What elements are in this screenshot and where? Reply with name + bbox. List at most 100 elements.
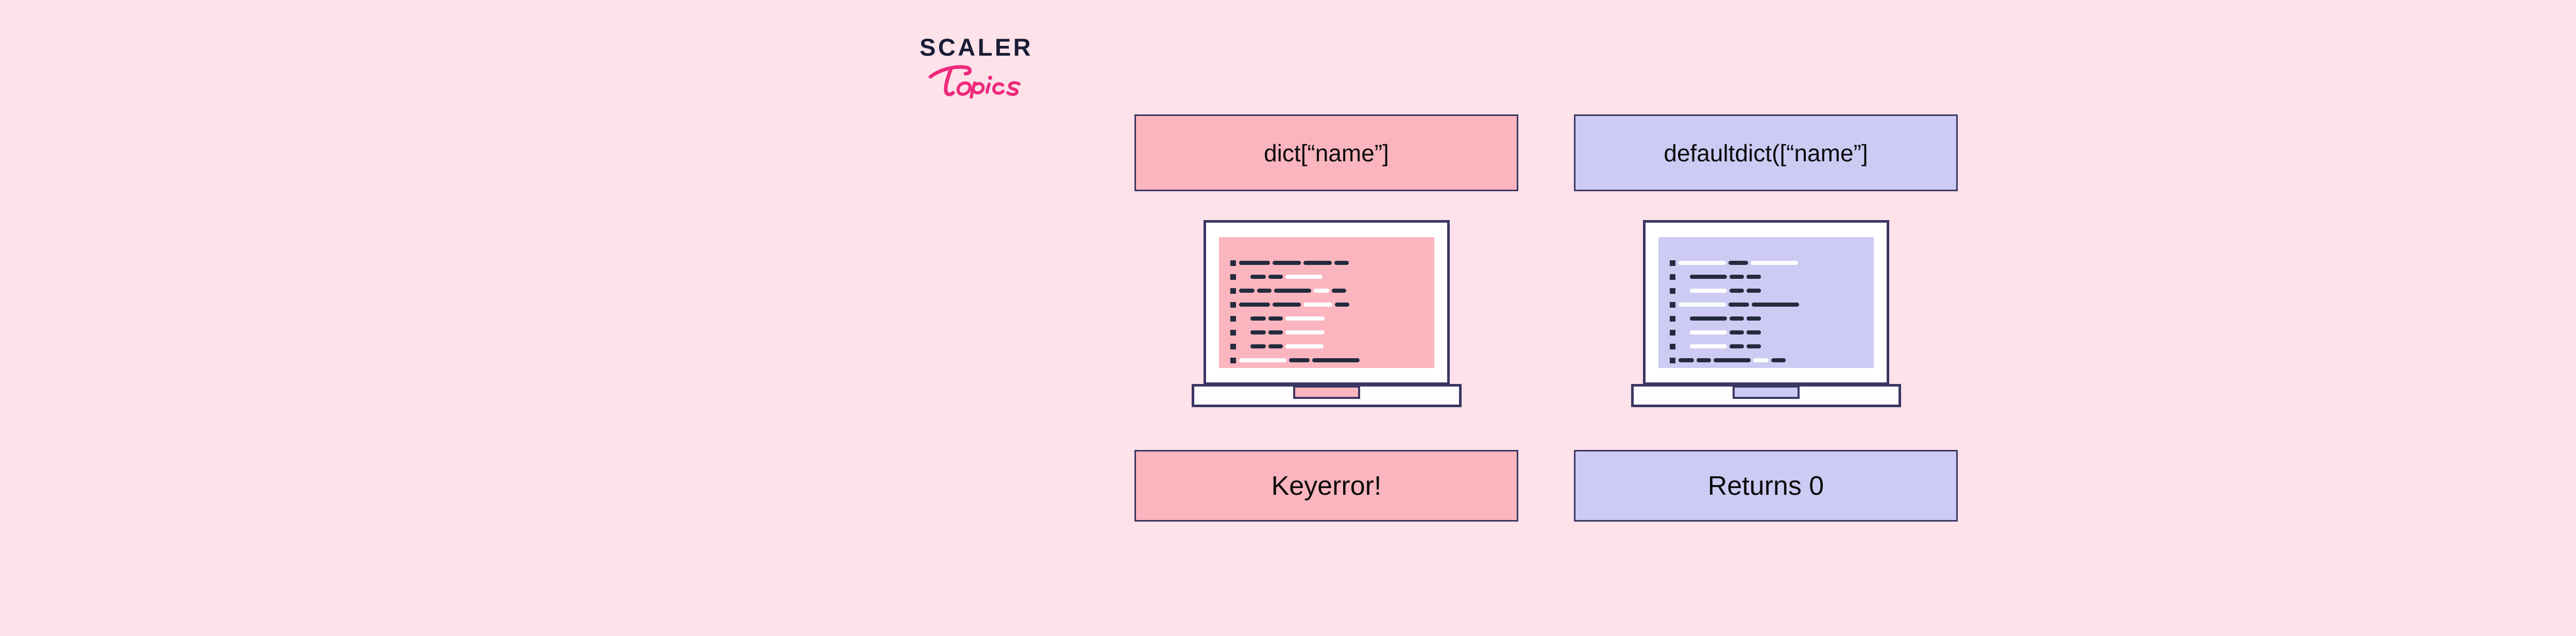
code-segment [1697,358,1711,362]
code-segment [1690,344,1727,348]
code-segment [1730,275,1744,279]
code-bullet-icon [1230,260,1236,266]
code-bullet-icon [1230,274,1236,280]
code-segment [1303,303,1332,307]
code-line [1670,315,1869,322]
laptop-lid [1204,220,1450,385]
code-bullet-icon [1670,343,1675,349]
code-line [1230,357,1429,363]
scaler-topics-logo: SCALER [899,35,1054,107]
code-lines [1230,260,1429,363]
code-segment [1747,275,1761,279]
code-segment [1274,289,1311,293]
logo-wordmark: SCALER [919,34,1033,61]
code-segment [1239,303,1270,307]
laptop-dict [1134,220,1518,421]
code-segment [1690,289,1727,293]
laptop-screen [1219,237,1434,368]
code-bullet-icon [1670,260,1675,266]
code-segment [1285,275,1323,279]
code-segment [1690,330,1727,334]
code-segment [1285,330,1325,334]
code-segment [1730,330,1744,334]
code-segment [1332,289,1346,293]
defaultdict-result-box: Returns 0 [1574,450,1958,522]
code-segment [1730,316,1744,321]
laptop-screen [1658,237,1874,368]
code-lines [1670,260,1869,363]
code-segment [1250,316,1266,321]
code-segment [1268,316,1283,321]
code-segment [1747,344,1761,348]
code-segment [1312,358,1360,362]
code-line [1230,315,1429,322]
code-line [1230,274,1429,280]
code-line [1670,260,1869,266]
code-segment [1250,275,1266,279]
code-bullet-icon [1670,329,1675,336]
laptop-trackpad [1293,386,1360,399]
code-segment [1747,316,1761,321]
dict-result-box: Keyerror! [1134,450,1518,522]
code-line [1670,343,1869,349]
dict-expression-box: dict[“name”] [1134,114,1518,191]
code-bullet-icon [1230,357,1236,363]
code-bullet-icon [1670,288,1675,294]
code-segment [1268,330,1283,334]
code-segment [1753,358,1769,362]
code-segment [1273,261,1301,265]
code-segment [1771,358,1786,362]
code-bullet-icon [1230,288,1236,294]
column-defaultdict: defaultdict([“name”] Returns 0 [1574,114,1958,522]
code-segment [1690,275,1727,279]
code-segment [1239,289,1255,293]
topics-script-icon [928,65,1021,98]
laptop-trackpad [1733,386,1800,399]
code-segment [1679,303,1726,307]
code-line [1230,302,1429,308]
code-line [1230,260,1429,266]
code-segment [1303,261,1332,265]
code-segment [1273,303,1301,307]
code-segment [1679,261,1726,265]
code-segment [1239,261,1270,265]
code-line [1670,357,1869,363]
code-segment [1257,289,1272,293]
code-bullet-icon [1230,315,1236,322]
defaultdict-expression-box: defaultdict([“name”] [1574,114,1958,191]
code-segment [1679,358,1694,362]
code-segment [1747,330,1761,334]
code-segment [1314,289,1329,293]
code-segment [1334,261,1349,265]
code-line [1230,343,1429,349]
code-segment [1250,344,1266,348]
code-segment [1747,289,1761,293]
code-bullet-icon [1670,274,1675,280]
code-segment [1285,316,1325,321]
code-bullet-icon [1230,302,1236,308]
code-segment [1752,303,1799,307]
laptop-lid [1643,220,1889,385]
dict-vs-defaultdict-diagram: dict[“name”] Keyerror! defaultdict([“nam… [1134,114,1959,522]
laptop-base [1192,384,1462,407]
code-segment [1714,358,1751,362]
code-segment [1239,358,1286,362]
code-bullet-icon [1670,315,1675,322]
code-segment [1730,344,1744,348]
code-segment [1730,289,1744,293]
code-line [1670,329,1869,336]
laptop-defaultdict [1574,220,1958,421]
code-segment [1268,275,1283,279]
code-bullet-icon [1230,329,1236,336]
code-segment [1289,358,1310,362]
code-segment [1250,330,1266,334]
column-dict: dict[“name”] Keyerror! [1134,114,1518,522]
code-segment [1335,303,1349,307]
code-segment [1728,303,1749,307]
code-bullet-icon [1670,357,1675,363]
code-line [1230,288,1429,294]
logo-script-topics [899,61,1054,98]
code-line [1670,288,1869,294]
code-segment [1268,344,1283,348]
code-line [1230,329,1429,336]
